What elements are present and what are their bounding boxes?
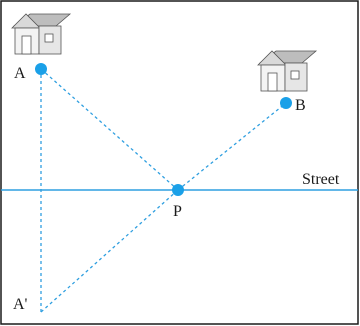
- label-a-prime: A': [13, 296, 28, 313]
- label-p: P: [173, 203, 182, 220]
- segment-p-b: [177, 102, 287, 191]
- house-icon: [257, 50, 318, 92]
- label-a: A: [14, 65, 26, 82]
- point-a: [35, 63, 47, 75]
- segment-a-p: [40, 68, 179, 191]
- street-label: Street: [302, 171, 340, 188]
- point-p: [172, 184, 184, 196]
- segment-a-prime-p: [40, 189, 179, 313]
- house-icon: [11, 13, 72, 55]
- label-b: B: [295, 97, 306, 114]
- point-b: [280, 97, 292, 109]
